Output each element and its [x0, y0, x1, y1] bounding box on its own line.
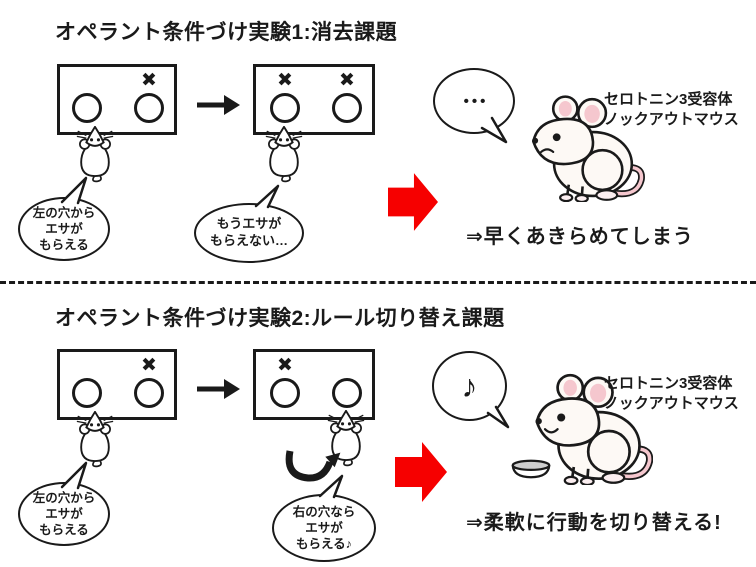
speech-bubble-after: 右の穴なら エサが もらえる♪ — [272, 494, 376, 562]
hole-right — [134, 93, 164, 123]
thought-dots: ••• — [463, 92, 489, 110]
thought-bubble: ••• — [433, 68, 515, 134]
skinner-box-after: ✖ ✖ — [253, 64, 375, 135]
hole-left — [270, 93, 300, 123]
speech-bubble-text: 右の穴なら エサが もらえる♪ — [292, 504, 356, 552]
hole-right — [134, 378, 164, 408]
x-mark: ✖ — [141, 355, 157, 376]
note-bubble-tail — [486, 405, 510, 429]
speech-bubble-text: もうエサが もらえない… — [209, 216, 288, 248]
hole-left — [72, 378, 102, 408]
small-mouse-topview — [265, 126, 303, 183]
red-block-arrow-icon — [395, 442, 447, 502]
conclusion-text: ⇒早くあきらめてしまう — [466, 226, 694, 248]
experiment2-title: オペラント条件づけ実験2:ルール切り替え課題 — [55, 307, 505, 330]
x-mark: ✖ — [141, 70, 157, 91]
red-block-arrow-icon — [388, 172, 438, 232]
mouse-label: セロトニン3受容体 ノックアウトマウス — [604, 375, 739, 413]
speech-bubble-after: もうエサが もらえない… — [194, 203, 304, 263]
experiment1-title: オペラント条件づけ実験1:消去課題 — [55, 21, 398, 44]
conclusion-text: ⇒柔軟に行動を切り替える! — [466, 512, 722, 534]
arrow-right-icon — [196, 374, 242, 404]
x-mark: ✖ — [339, 70, 355, 91]
mouse-label: セロトニン3受容体 ノックアウトマウス — [604, 91, 739, 129]
speech-bubble-before: 左の穴から エサが もらえる — [18, 197, 110, 261]
speech-bubble-tail — [60, 176, 88, 205]
curved-switch-arrow-icon — [285, 450, 341, 482]
small-mouse-topview — [76, 126, 114, 183]
knockout-mouse-happy — [535, 373, 653, 485]
speech-bubble-text: 左の穴から エサが もらえる — [32, 205, 96, 253]
thought-bubble-tail — [480, 116, 508, 144]
note-symbol: ♪ — [461, 367, 478, 404]
small-mouse-topview — [76, 411, 114, 468]
arrow-right-icon — [196, 90, 242, 120]
x-mark: ✖ — [277, 70, 293, 91]
speech-bubble-tail — [318, 474, 344, 499]
hole-right — [332, 93, 362, 123]
knockout-mouse-sad — [532, 95, 645, 202]
x-mark: ✖ — [277, 355, 293, 376]
skinner-box-before: ✖ — [57, 64, 177, 135]
skinner-box-before: ✖ — [57, 349, 177, 420]
speech-bubble-text: 左の穴から エサが もらえる — [32, 490, 96, 538]
food-bowl — [511, 459, 551, 479]
skinner-box-after: ✖ — [253, 349, 375, 420]
speech-bubble-tail — [60, 461, 88, 490]
hole-left — [72, 93, 102, 123]
speech-bubble-before: 左の穴から エサが もらえる — [18, 482, 110, 546]
hole-right — [332, 378, 362, 408]
section-divider — [0, 281, 756, 284]
speech-bubble-tail — [254, 184, 280, 209]
hole-left — [270, 378, 300, 408]
